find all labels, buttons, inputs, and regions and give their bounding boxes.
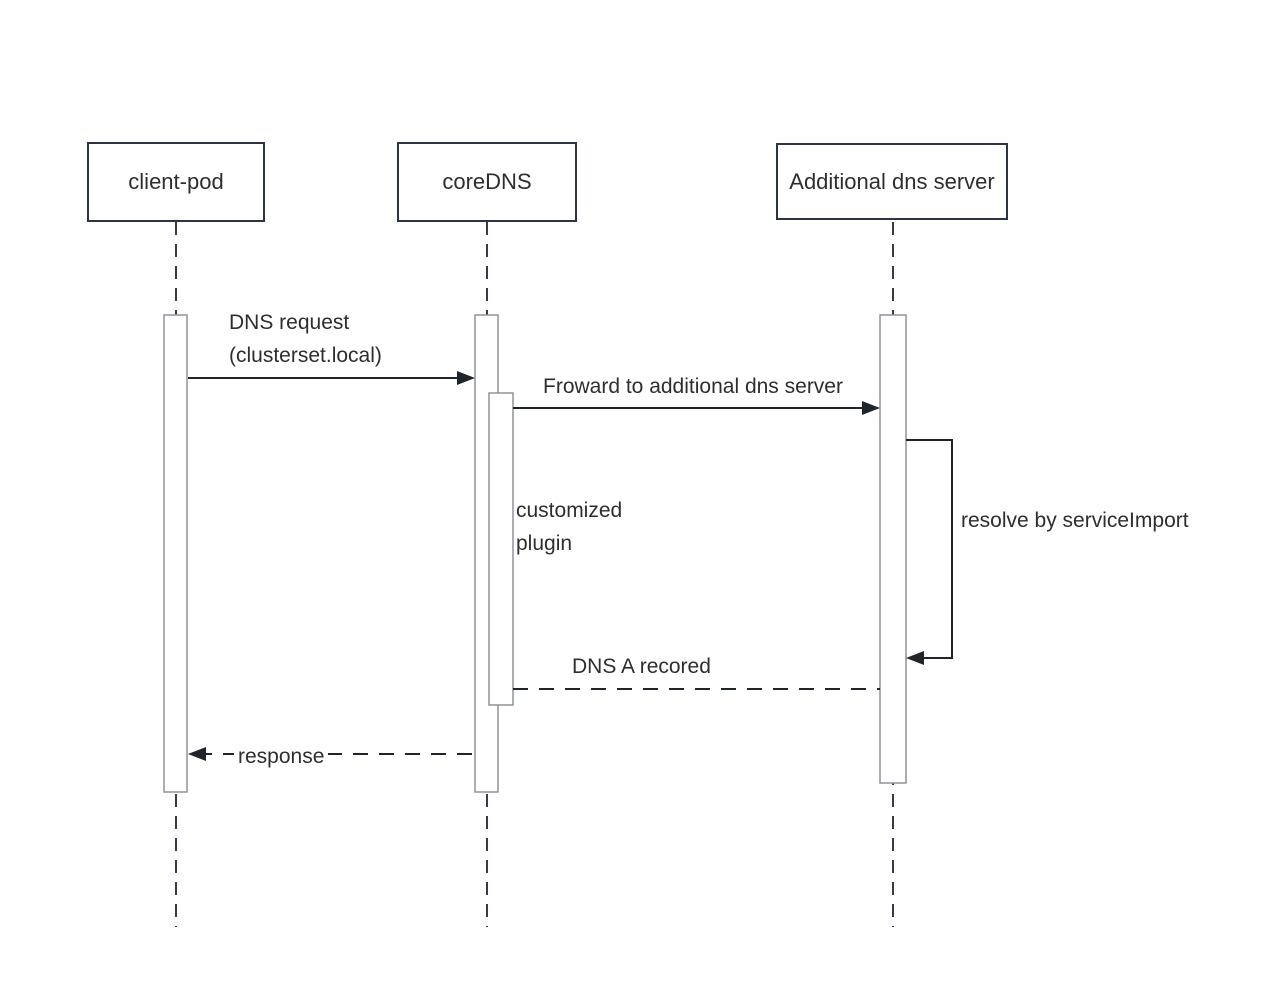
annotation-line: plugin	[516, 532, 573, 555]
message-arrow-forward	[513, 401, 880, 415]
message-label-line: Froward to additional dns server	[543, 375, 843, 398]
arrowhead-left-icon	[188, 747, 206, 761]
message-self-loop-resolve	[906, 439, 953, 665]
message-label-dns-request: DNS request (clusterset.local)	[229, 306, 382, 372]
message-label-resolve: resolve by serviceImport	[961, 504, 1189, 537]
arrowhead-right-icon	[457, 371, 475, 385]
activation-bar-additional-dns	[879, 314, 907, 784]
message-label-line: (clusterset.local)	[229, 344, 382, 367]
annotation-customized-plugin: customized plugin	[516, 494, 622, 560]
message-label-line: DNS request	[229, 311, 350, 334]
message-label-line: response	[238, 745, 325, 768]
message-label-line: resolve by serviceImport	[961, 509, 1189, 532]
actor-label: client-pod	[128, 169, 224, 194]
annotation-line: customized	[516, 499, 623, 522]
actor-label: Additional dns server	[789, 168, 995, 194]
arrowhead-left-icon	[906, 651, 924, 665]
arrowhead-right-icon	[862, 401, 880, 415]
actor-box-additional-dns: Additional dns server	[776, 143, 1008, 220]
message-label-response: response	[234, 740, 329, 773]
actor-label: coreDNS	[442, 169, 532, 194]
activation-bar-client-pod	[163, 314, 188, 793]
message-label-line: DNS A recored	[572, 655, 711, 678]
actor-box-coredns: coreDNS	[397, 142, 577, 222]
message-arrow-dns-request	[188, 371, 475, 385]
activation-bar-coredns-plugin	[488, 392, 514, 706]
message-label-forward: Froward to additional dns server	[543, 370, 843, 403]
message-dashed-response	[188, 747, 472, 761]
message-label-dns-a-record: DNS A recored	[572, 650, 711, 683]
actor-box-client-pod: client-pod	[87, 142, 265, 222]
